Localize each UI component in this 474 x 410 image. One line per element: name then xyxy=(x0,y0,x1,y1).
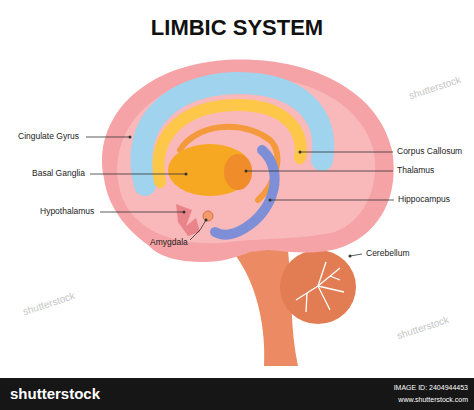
part-label: Thalamus xyxy=(397,166,434,176)
part-label: Cerebellum xyxy=(366,249,409,259)
image-id: IMAGE ID: 2404944453 xyxy=(394,384,468,392)
part-label: Basal Ganglia xyxy=(32,169,85,179)
watermark: shutterstock xyxy=(396,314,451,342)
footer-logo: shutterstock xyxy=(10,385,100,402)
part-label: Corpus Callosum xyxy=(397,147,462,157)
watermark: shutterstock xyxy=(22,290,77,318)
cerebellum-branches xyxy=(296,262,344,312)
cerebrum-inner xyxy=(117,76,375,244)
cerebrum xyxy=(102,60,394,262)
part-label: Amygdala xyxy=(150,238,188,248)
basal-ganglia xyxy=(168,144,252,196)
cerebellum-shape xyxy=(280,250,356,324)
part-label: Hippocampus xyxy=(398,195,450,205)
leader-lines xyxy=(86,137,394,256)
part-label: Hypothalamus xyxy=(40,207,94,217)
hypothalamus xyxy=(176,204,200,236)
thalamus xyxy=(224,154,252,190)
amygdala xyxy=(203,211,213,221)
footer-bar xyxy=(0,378,474,410)
part-label: Cingulate Gyrus xyxy=(18,132,79,142)
hippocampus xyxy=(215,150,275,235)
leader-dots xyxy=(129,136,352,258)
watermark: shutterstock xyxy=(408,74,463,102)
diagram-title: LIMBIC SYSTEM xyxy=(151,15,323,40)
footer-url: www.shutterstock.com xyxy=(398,396,468,404)
